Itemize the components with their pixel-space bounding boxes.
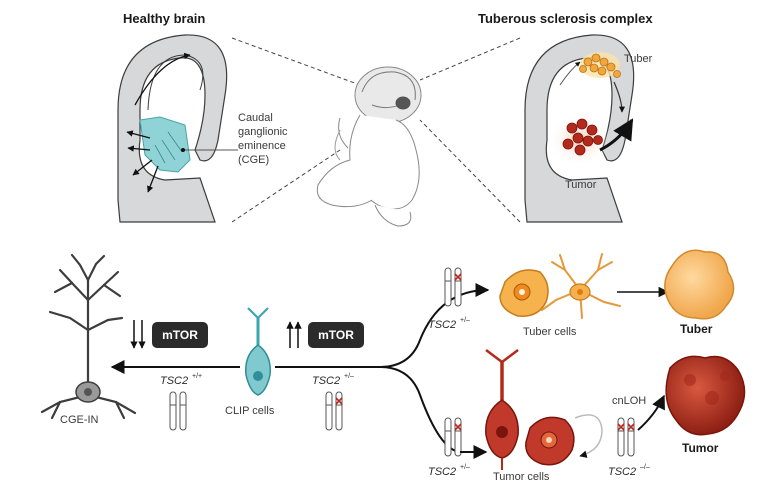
- tsc2-wt-genotype: +/+: [192, 373, 202, 380]
- fetus-illustration: [316, 66, 422, 227]
- tuber-cluster: [579, 53, 621, 78]
- tumor-progression-arrow: [637, 394, 665, 431]
- branch-arrow-tuber: [275, 283, 490, 368]
- clip-cell: [245, 307, 271, 396]
- mtor-down-arrows: [130, 320, 146, 349]
- healthy-brain-section: [112, 30, 238, 225]
- tsc2-null-gene: TSC2: [608, 466, 636, 478]
- tumor-top-label: Tumor: [565, 179, 597, 191]
- tsc2-het-mid-genotype: +/–: [344, 373, 354, 380]
- tsc2-het-tuber-gene: TSC2: [428, 319, 456, 331]
- tsc2-het-mid-gene: TSC2: [312, 375, 340, 387]
- chromosome-pair-tuber: [444, 267, 462, 307]
- mtor-high-label: mTOR: [318, 328, 354, 342]
- chromosome-pair-het-mid: [325, 391, 343, 431]
- tumor-cell-round: [525, 416, 575, 466]
- tsc2-het-tumor-gene: TSC2: [428, 466, 456, 478]
- tumor-growth-arrow: [599, 118, 634, 152]
- cge-in-nucleus: [84, 388, 92, 396]
- mtor-low-box: [152, 322, 208, 348]
- tuber-mass: [664, 249, 735, 320]
- tuber-cells-label: Tuber cells: [523, 326, 577, 338]
- tumor-cluster: [562, 118, 603, 156]
- tsc2-het-tumor-genotype: +/–: [460, 464, 470, 471]
- cge-label-4: (CGE): [238, 154, 269, 166]
- tumor-mass: [665, 355, 746, 436]
- chromosome-pair-tumor: [444, 417, 462, 457]
- clip-cells-label: CLIP cells: [225, 405, 275, 417]
- cge-label-2: ganglionic: [238, 126, 288, 138]
- cge-label-3: eminence: [238, 140, 286, 152]
- dashed-connectors: [231, 37, 521, 223]
- tsc-brain-section: [524, 34, 635, 223]
- tuber-out-label: Tuber: [680, 322, 713, 336]
- tumor-cell-elongated: [485, 349, 519, 470]
- mtor-up-arrows: [286, 321, 302, 348]
- cnloh-label: cnLOH: [612, 395, 646, 407]
- mtor-high-box: [308, 322, 364, 348]
- cge-in-label: CGE-IN: [60, 414, 99, 426]
- tsc2-het-tuber-genotype: +/–: [460, 317, 470, 324]
- tumor-out-label: Tumor: [682, 441, 719, 455]
- tuber-top-label: Tuber: [624, 53, 653, 65]
- tsc2-null-genotype: –/–: [640, 464, 650, 471]
- mtor-low-label: mTOR: [162, 328, 198, 342]
- chromosome-pair-null: [617, 417, 635, 457]
- tsc2-wt-gene: TSC2: [160, 375, 188, 387]
- tumor-cell-cycle-arrow: [574, 414, 603, 458]
- healthy-brain-title: Healthy brain: [123, 11, 205, 26]
- migration-arrow: [134, 52, 191, 106]
- tumor-cells-label: Tumor cells: [493, 471, 550, 483]
- cge-label-1: Caudal: [238, 112, 273, 124]
- tsc-title: Tuberous sclerosis complex: [478, 11, 653, 26]
- chromosome-pair-wt: [169, 391, 187, 431]
- tuber-cell-round: [499, 269, 549, 317]
